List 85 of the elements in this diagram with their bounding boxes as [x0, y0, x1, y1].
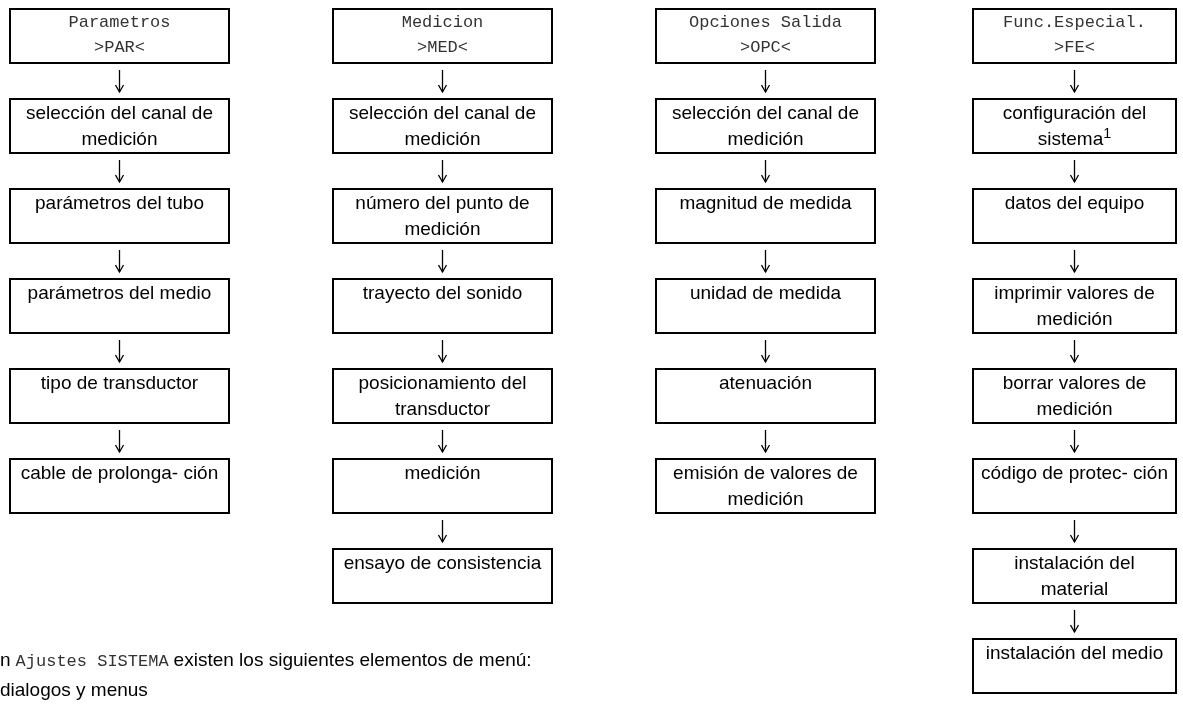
menu-item-box [655, 188, 876, 244]
menu-item-box [9, 98, 230, 154]
menu-item-text: parámetros del tubo [34, 191, 205, 215]
menu-item-box [972, 458, 1177, 514]
menu-item-text: instalación del medio [984, 641, 1165, 665]
arrow [114, 69, 125, 93]
menu-name: Ajustes SISTEMA [15, 651, 169, 673]
menu-header-box [655, 8, 876, 64]
menu-item-box [332, 368, 553, 424]
menu-item-box [332, 98, 553, 154]
menu-item-text: emisión de valores de medición [672, 461, 859, 511]
menu-item-text: medición [403, 461, 482, 485]
arrow [1069, 69, 1080, 93]
arrow [1069, 609, 1080, 633]
menu-item-box [972, 548, 1177, 604]
menu-item-text: instalación del material [1013, 551, 1136, 601]
arrow [1069, 519, 1080, 543]
arrow [437, 339, 448, 363]
menu-header-box [9, 8, 230, 64]
menu-item-text: número del punto de medición [354, 191, 531, 241]
arrow [760, 69, 771, 93]
menu-header-box [332, 8, 553, 64]
arrow [114, 429, 125, 453]
arrow [437, 69, 448, 93]
menu-item-text: tipo de transductor [39, 371, 200, 395]
arrow [437, 159, 448, 183]
menu-item-box [972, 278, 1177, 334]
menu-item-text: parámetros del medio [26, 281, 213, 305]
menu-item-box [972, 188, 1177, 244]
menu-item-box [9, 458, 230, 514]
menu-item-box [332, 458, 553, 514]
menu-item-box [655, 368, 876, 424]
menu-item-text: posicionamiento del transductor [357, 371, 528, 421]
menu-title: Medicion [401, 12, 484, 34]
menu-item-text: selección del canal de medición [348, 101, 537, 151]
arrow [114, 159, 125, 183]
menu-item-box [655, 278, 876, 334]
menu-item-text: trayecto del sonido [361, 281, 524, 305]
note-text: n [0, 648, 11, 672]
arrow [114, 249, 125, 273]
menu-item-box [332, 278, 553, 334]
arrow [760, 249, 771, 273]
menu-item-box [972, 638, 1177, 694]
menu-item-text: selección del canal de medición [671, 101, 860, 151]
arrow [1069, 249, 1080, 273]
menu-item-text: selección del canal de medición [25, 101, 214, 151]
arrow [760, 339, 771, 363]
menu-item-text: cable de prolonga- ción [19, 461, 220, 485]
menu-item-box [332, 548, 553, 604]
menu-item-text: código de protec- ción [980, 461, 1169, 485]
note-text: dialogos y menus [0, 678, 148, 702]
menu-code: >OPC< [740, 37, 791, 59]
menu-item-text: atenuación [718, 371, 813, 395]
menu-item-text: configuración del sistema$^{1}$ [1001, 101, 1148, 151]
arrow [437, 249, 448, 273]
menu-item-box [972, 368, 1177, 424]
menu-item-box [655, 98, 876, 154]
menu-title: Parametros [68, 12, 171, 34]
arrow [1069, 159, 1080, 183]
menu-code: >FE< [1054, 37, 1095, 59]
menu-header-box [972, 8, 1177, 64]
menu-item-box [9, 188, 230, 244]
menu-item-text: unidad de medida [688, 281, 843, 305]
arrow [1069, 429, 1080, 453]
note-text: existen los siguientes elementos de menú: [173, 648, 532, 672]
menu-item-box [9, 368, 230, 424]
menu-item-box [972, 98, 1177, 154]
arrow [1069, 339, 1080, 363]
menu-item-box [655, 458, 876, 514]
menu-item-box [9, 278, 230, 334]
arrow [437, 519, 448, 543]
menu-title: Opciones Salida [689, 12, 842, 34]
arrow [114, 339, 125, 363]
menu-title: Func.Especial. [1003, 12, 1146, 34]
arrow [760, 159, 771, 183]
menu-item-text: imprimir valores de medición [993, 281, 1156, 331]
menu-item-text: borrar valores de medición [1001, 371, 1148, 421]
arrow [760, 429, 771, 453]
menu-item-text: magnitud de medida [678, 191, 853, 215]
menu-item-text: datos del equipo [1003, 191, 1146, 215]
menu-code: >MED< [417, 37, 468, 59]
arrow [437, 429, 448, 453]
menu-item-box [332, 188, 553, 244]
menu-code: >PAR< [94, 37, 145, 59]
menu-item-text: ensayo de consistencia [342, 551, 543, 575]
